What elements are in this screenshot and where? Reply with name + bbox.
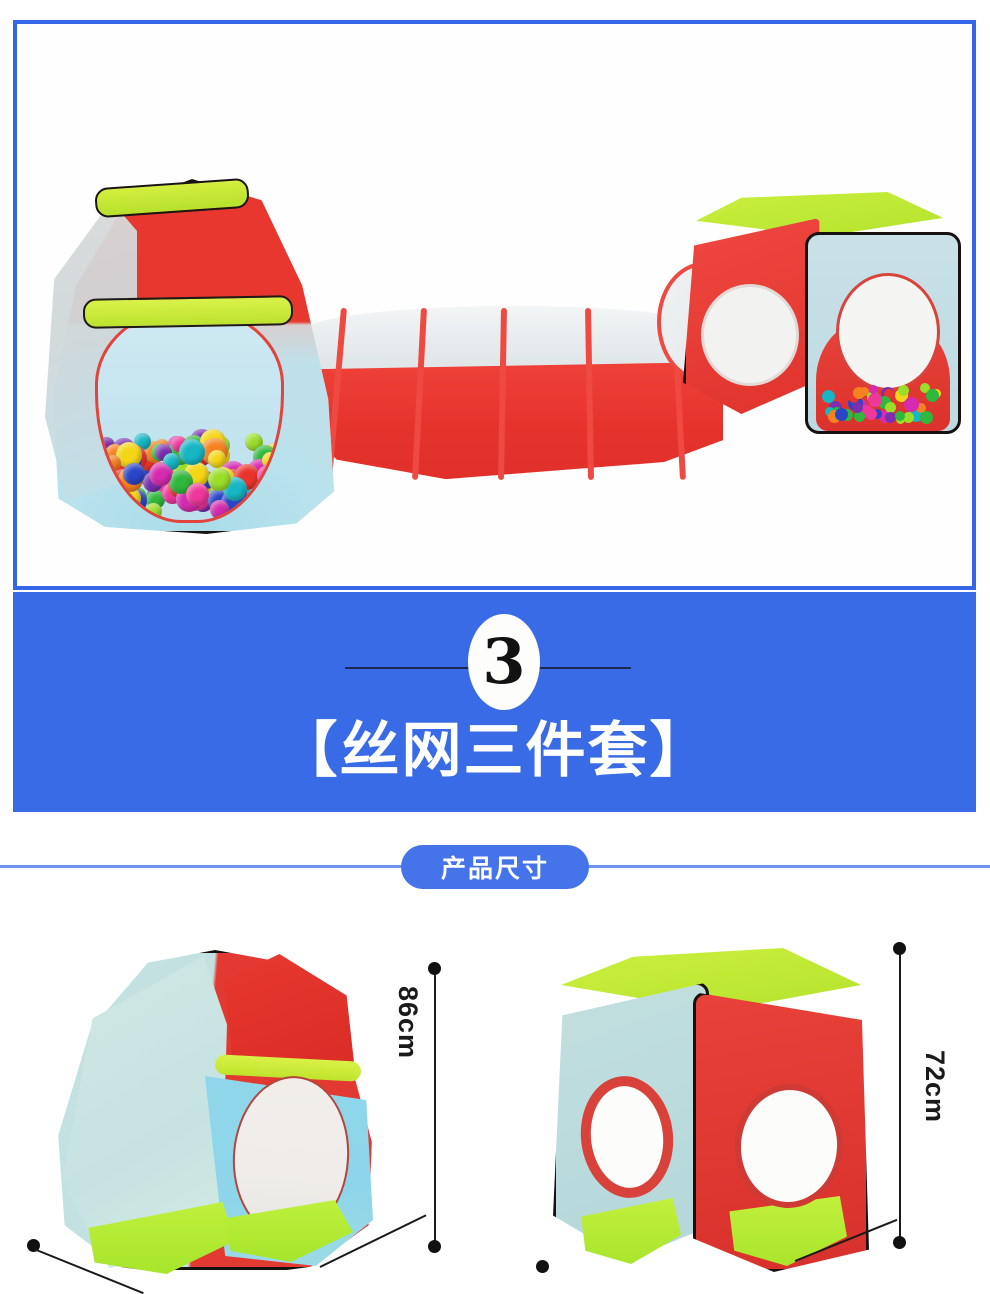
ball [865, 408, 877, 420]
ball [244, 490, 270, 516]
ball [916, 403, 926, 413]
cone-tent-height-label: 86cm [393, 986, 423, 1060]
ball [149, 463, 172, 486]
ball [123, 463, 145, 485]
cube-tent-front-face [805, 232, 961, 434]
ball [872, 409, 882, 419]
measure-endpoint-dot [536, 1260, 549, 1273]
ball [868, 393, 882, 407]
cube-tent-window [836, 273, 940, 391]
banner-number-badge: 3 [468, 614, 540, 710]
measure-endpoint-dot [893, 1236, 906, 1249]
ball [852, 402, 863, 413]
ball [210, 500, 229, 519]
ball [208, 450, 226, 468]
measure-endpoint-dot [893, 942, 906, 955]
cube-ball-pit-balls [822, 381, 942, 427]
ball [920, 383, 930, 393]
ball [849, 393, 859, 403]
ball [835, 408, 848, 421]
measure-diagonal-line [794, 1218, 898, 1262]
measure-line [434, 968, 436, 1246]
cone-tent-door-opening [95, 307, 284, 523]
ball [208, 468, 231, 491]
section-heading-label: 产品尺寸 [440, 854, 549, 883]
ball [898, 385, 909, 396]
cube-tent-height-measure: 72cm [495, 900, 990, 1273]
ball [926, 389, 939, 402]
tunnel-tent-image [303, 306, 723, 484]
cone-tent-side-view [55, 950, 375, 1274]
ball [186, 483, 209, 506]
ball [854, 411, 865, 422]
ball [903, 412, 914, 423]
ball [904, 397, 919, 412]
ball [869, 385, 878, 394]
ball [262, 452, 279, 469]
cube-tent-height-label: 72cm [920, 1050, 950, 1124]
ball [105, 455, 121, 471]
ball [885, 412, 896, 423]
cube-tent-dimension-photo: 72cm [495, 900, 990, 1273]
cone-tent-dimension-photo: 86cm [0, 900, 495, 1294]
section-banner: 3 【丝网三件套】 [13, 592, 976, 812]
hero-photo-stage [17, 24, 972, 586]
ball [884, 389, 895, 400]
measure-endpoint-dot [428, 1240, 441, 1253]
measure-line [899, 948, 901, 1242]
banner-number-text: 3 [482, 625, 526, 698]
ball [822, 390, 835, 403]
ball [853, 387, 865, 399]
ball [885, 402, 896, 413]
ball-pit-balls [98, 428, 281, 520]
banner-title-text: 【丝网三件套】 [277, 716, 712, 786]
ball [261, 474, 280, 493]
measure-diagonal-line [33, 1248, 144, 1294]
measure-diagonal-line [319, 1214, 427, 1268]
ball [920, 411, 933, 424]
ball [179, 439, 205, 465]
cone-tent-door-trim [82, 295, 294, 329]
cube-tent-side-door [701, 284, 799, 386]
ball [100, 492, 119, 511]
product-detail-page: 3 【丝网三件套】 产品尺寸 86cm [0, 20, 990, 1294]
measure-endpoint-dot [428, 962, 441, 975]
cone-tent-height-measure: 86cm [0, 900, 495, 1294]
hero-product-photo-frame [13, 20, 976, 590]
tunnel-red-body [303, 362, 723, 480]
ball [895, 411, 905, 421]
cone-tent-image [45, 177, 337, 534]
cube-tent-image [677, 192, 961, 442]
ball [145, 503, 162, 520]
cube-tent-side-view [543, 948, 873, 1272]
section-heading-pill: 产品尺寸 [401, 845, 589, 889]
